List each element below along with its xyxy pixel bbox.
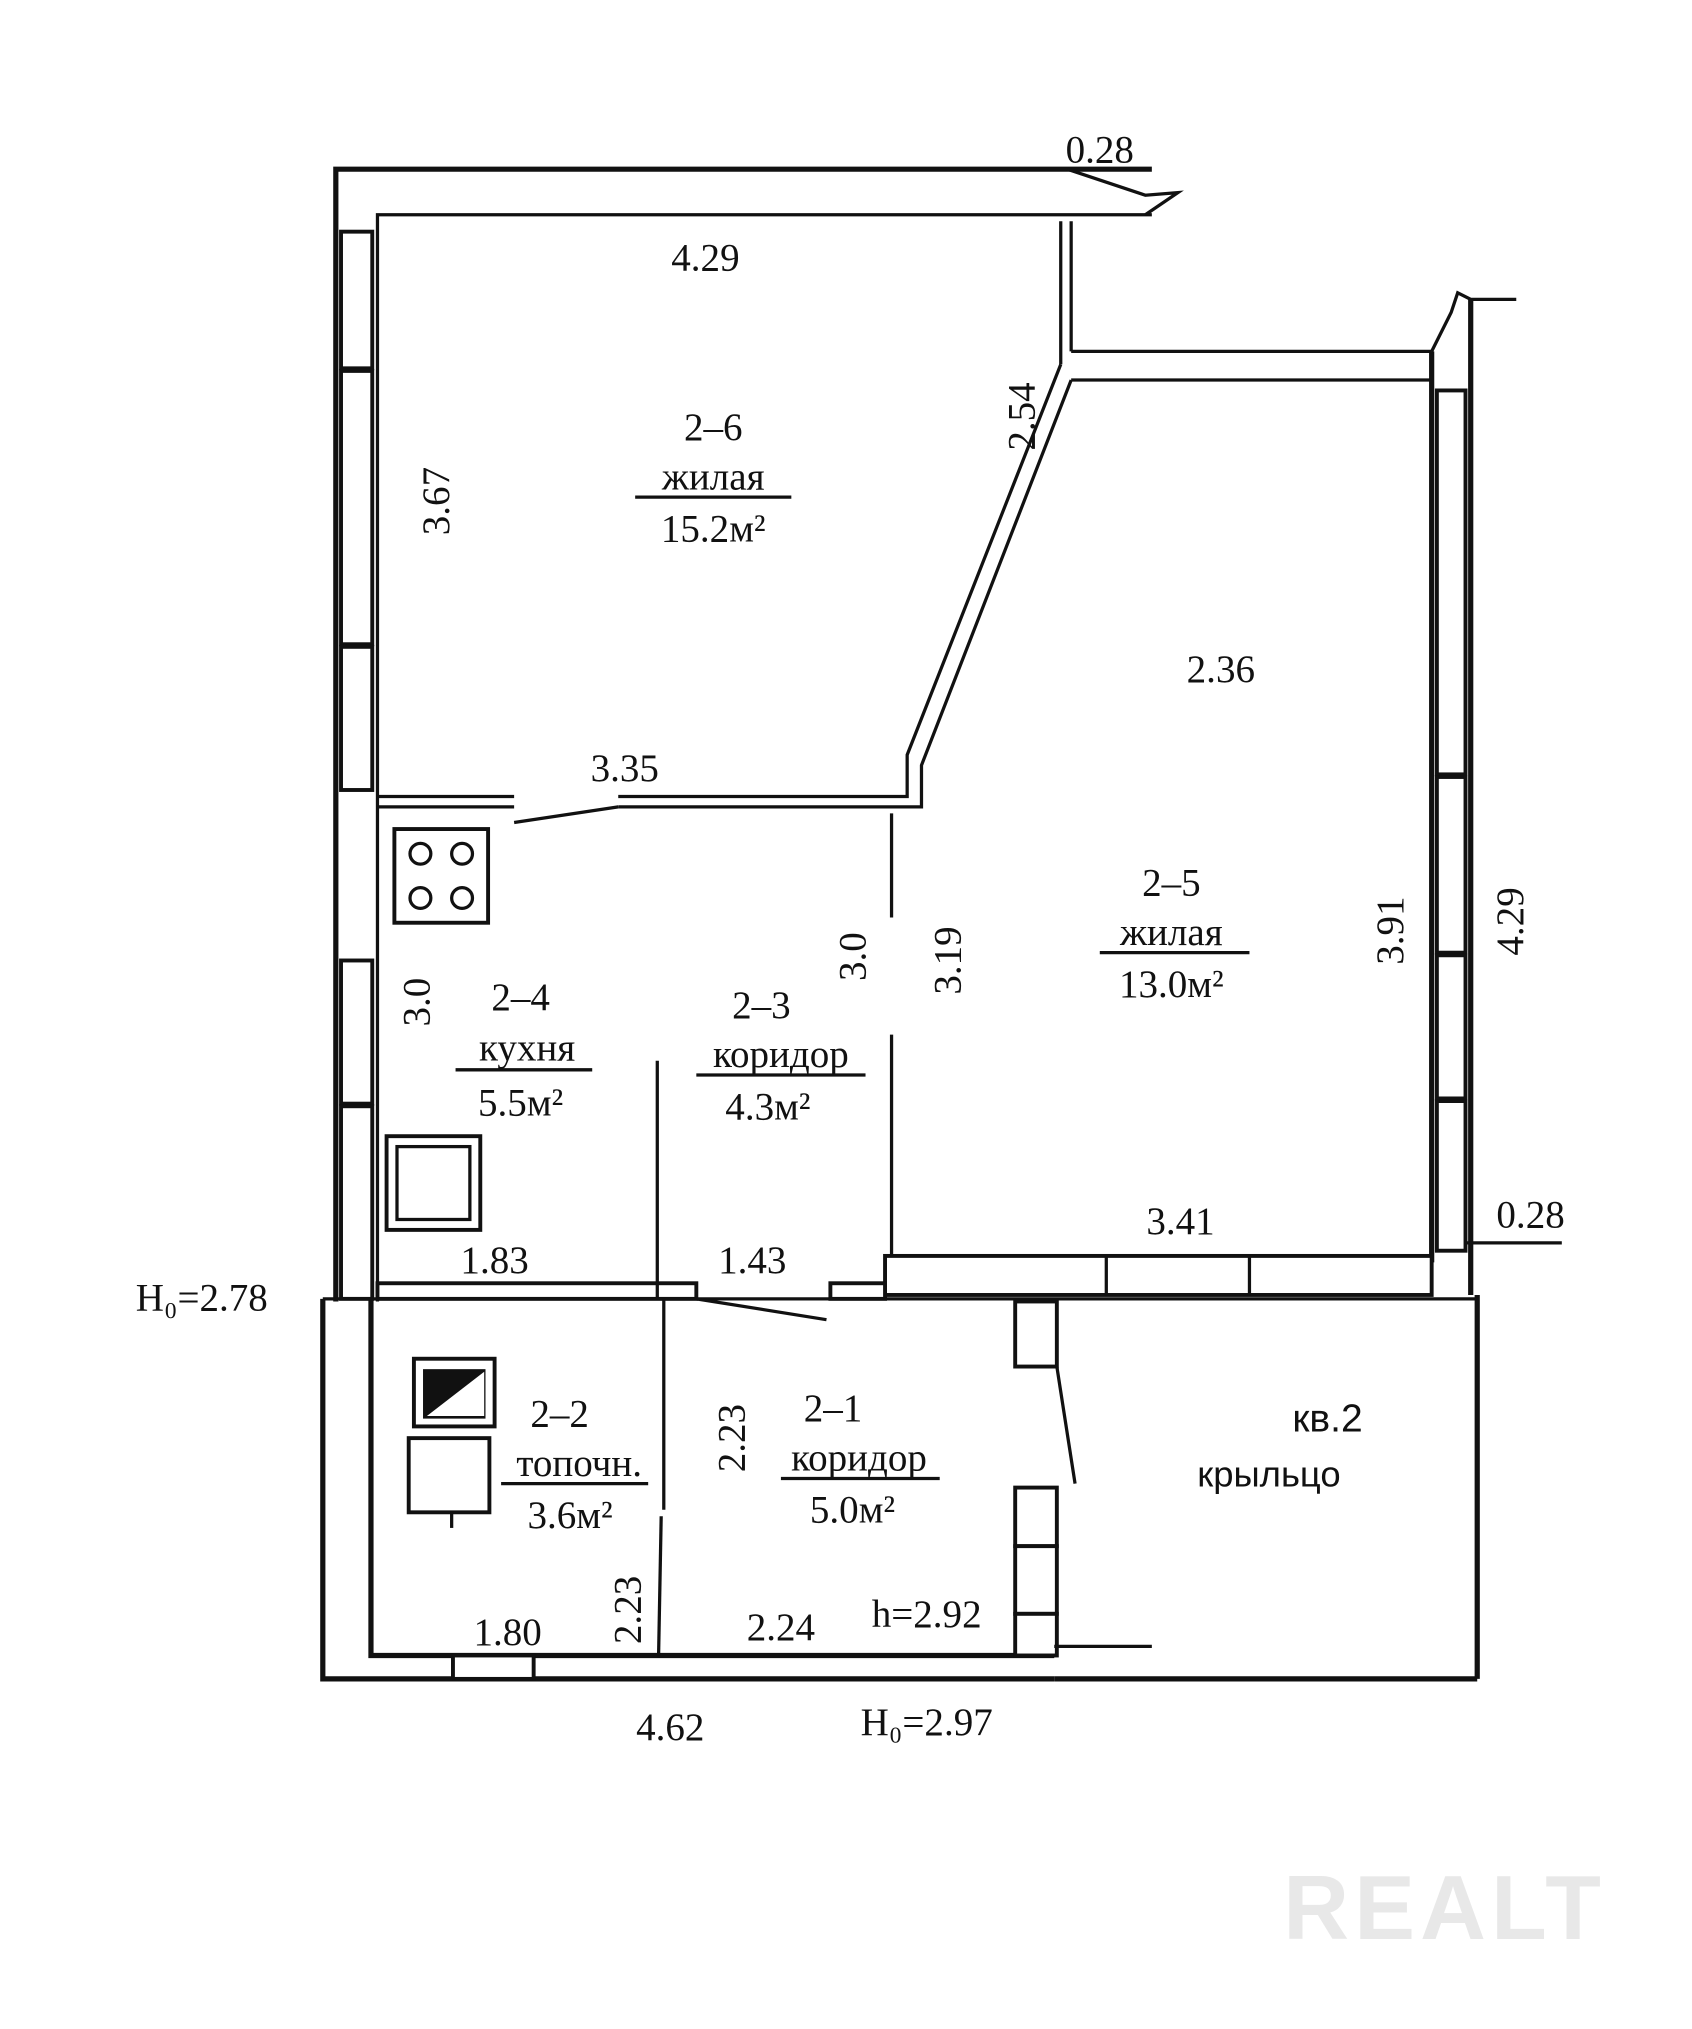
walls <box>320 166 1562 1682</box>
dim-r25-right: 3.91 <box>1369 896 1412 964</box>
room-id: 2–4 <box>491 976 550 1019</box>
dim-r23-bottom: 1.43 <box>718 1239 786 1282</box>
dim-r22-bottom: 1.80 <box>473 1611 541 1654</box>
room-name: кухня <box>479 1027 575 1070</box>
stove-icon <box>392 827 491 925</box>
dim-top-wall: 0.28 <box>1066 129 1134 172</box>
room-name: жилая <box>1119 911 1223 954</box>
room-2-3: 2–3 коридор 4.3м² <box>696 984 866 1128</box>
room-name: жилая <box>661 455 765 498</box>
porch-label: крыльцо <box>1197 1453 1340 1494</box>
room-area: 3.6м² <box>527 1494 612 1537</box>
dim-height-bottom: H₀=2.97 <box>861 1701 993 1744</box>
dim-r26-right: 2.54 <box>1001 382 1044 450</box>
dim-outer-right: 4.29 <box>1489 887 1532 955</box>
dimensions: 0.28 4.29 3.67 2.54 2.36 3.35 3.0 3.19 3… <box>136 129 1565 1749</box>
dim-r25-top: 2.36 <box>1187 648 1255 691</box>
dim-r26-left: 3.67 <box>415 467 458 535</box>
apartment-label: кв.2 <box>1292 1398 1362 1441</box>
room-name: топочн. <box>516 1442 642 1485</box>
room-2-6: 2–6 жилая 15.2м² <box>635 406 792 550</box>
dim-r25-left: 3.19 <box>927 926 970 994</box>
room-2-5: 2–5 жилая 13.0м² <box>1099 861 1250 1006</box>
porch: кв.2 крыльцо <box>1197 1398 1362 1495</box>
room-id: 2–6 <box>684 406 743 449</box>
room-name: коридор <box>791 1437 927 1480</box>
break-lines <box>1066 167 1517 353</box>
dim-r22-right: 2.23 <box>606 1576 649 1644</box>
room-area: 13.0м² <box>1119 963 1224 1006</box>
room-2-1: 2–1 коридор 5.0м² <box>780 1387 940 1532</box>
boiler-icon <box>406 1356 497 1528</box>
dim-r23-right: 3.0 <box>832 932 875 981</box>
room-2-2: 2–2 топочн. 3.6м² <box>501 1392 649 1537</box>
dim-ceiling-height: h=2.92 <box>872 1593 982 1636</box>
dim-height-left: H₀=2.78 <box>136 1277 268 1320</box>
room-2-4: 2–4 кухня 5.5м² <box>455 976 593 1124</box>
dim-r21-bottom: 2.24 <box>747 1606 815 1649</box>
dim-r24-left: 3.0 <box>396 978 439 1027</box>
room-id: 2–1 <box>804 1387 863 1430</box>
room-area: 5.5м² <box>478 1081 563 1124</box>
dim-r21-left: 2.23 <box>710 1404 753 1472</box>
dim-outer-bottom: 4.62 <box>636 1706 704 1749</box>
dim-r26-bottom: 3.35 <box>591 747 659 790</box>
dim-right-wall: 0.28 <box>1496 1193 1564 1236</box>
room-area: 4.3м² <box>725 1085 810 1128</box>
sink-icon <box>384 1134 483 1232</box>
dim-r26-width: 4.29 <box>671 237 739 280</box>
room-id: 2–3 <box>732 984 791 1027</box>
dim-r25-bottom: 3.41 <box>1146 1200 1214 1243</box>
room-name: коридор <box>713 1033 849 1076</box>
room-id: 2–5 <box>1142 861 1201 904</box>
windows <box>339 229 1468 1301</box>
dim-r24-bottom: 1.83 <box>460 1239 528 1282</box>
room-id: 2–2 <box>530 1392 589 1435</box>
room-area: 5.0м² <box>810 1489 895 1532</box>
room-area: 15.2м² <box>661 507 766 550</box>
watermark-logo: REALT <box>1283 1858 1606 1959</box>
